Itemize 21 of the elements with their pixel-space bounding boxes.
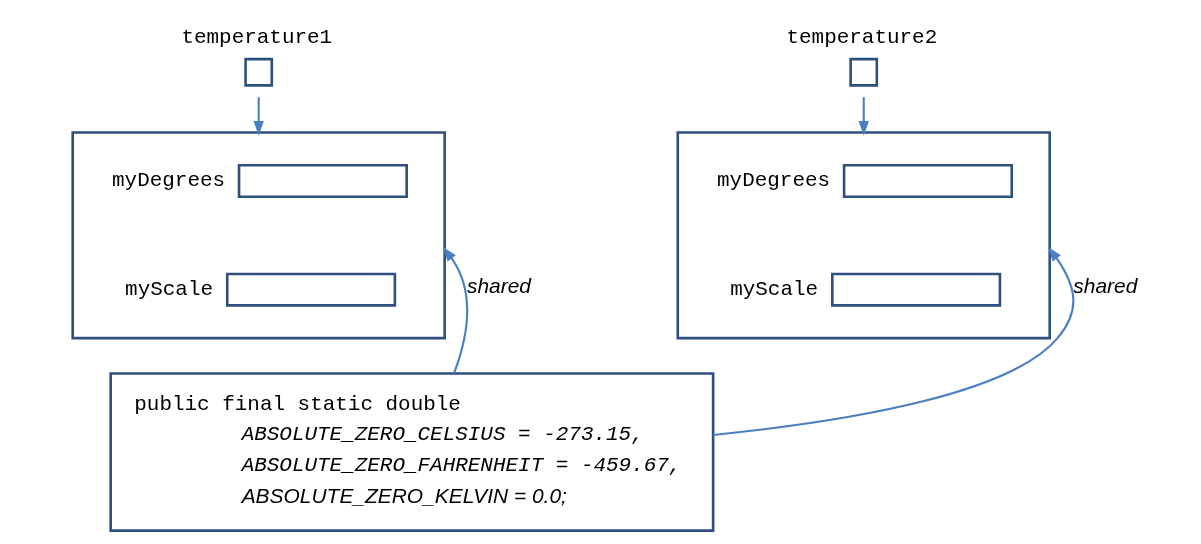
arrow <box>253 97 264 136</box>
node-box: public final static double ABSOLUTE_ZERO_CELSIUS = -273.15, ABSOLUTE_ZERO_FAHRENHEIT = -459.67, ABSOLUTE_ZERO_KELVIN = 0.0; <box>109 372 715 532</box>
node-box <box>225 272 397 307</box>
node-label: myScale <box>125 277 214 301</box>
node-label: myDegrees <box>717 168 831 192</box>
node-label: myScale <box>730 277 819 301</box>
node-box <box>831 272 1002 307</box>
edge-label: shared <box>1073 274 1138 298</box>
edge-label: shared <box>466 274 531 298</box>
node-box <box>849 57 879 87</box>
node-label: temperature1 <box>181 26 333 50</box>
arrow <box>442 246 469 374</box>
node-label: myDegrees <box>112 168 226 192</box>
node-box <box>237 163 408 198</box>
cluster <box>676 131 1051 340</box>
arrow <box>858 97 869 136</box>
node-box <box>244 57 274 87</box>
node-label: temperature2 <box>786 26 938 50</box>
node-box <box>842 163 1014 198</box>
arrow <box>713 246 1075 436</box>
cluster <box>71 131 446 340</box>
